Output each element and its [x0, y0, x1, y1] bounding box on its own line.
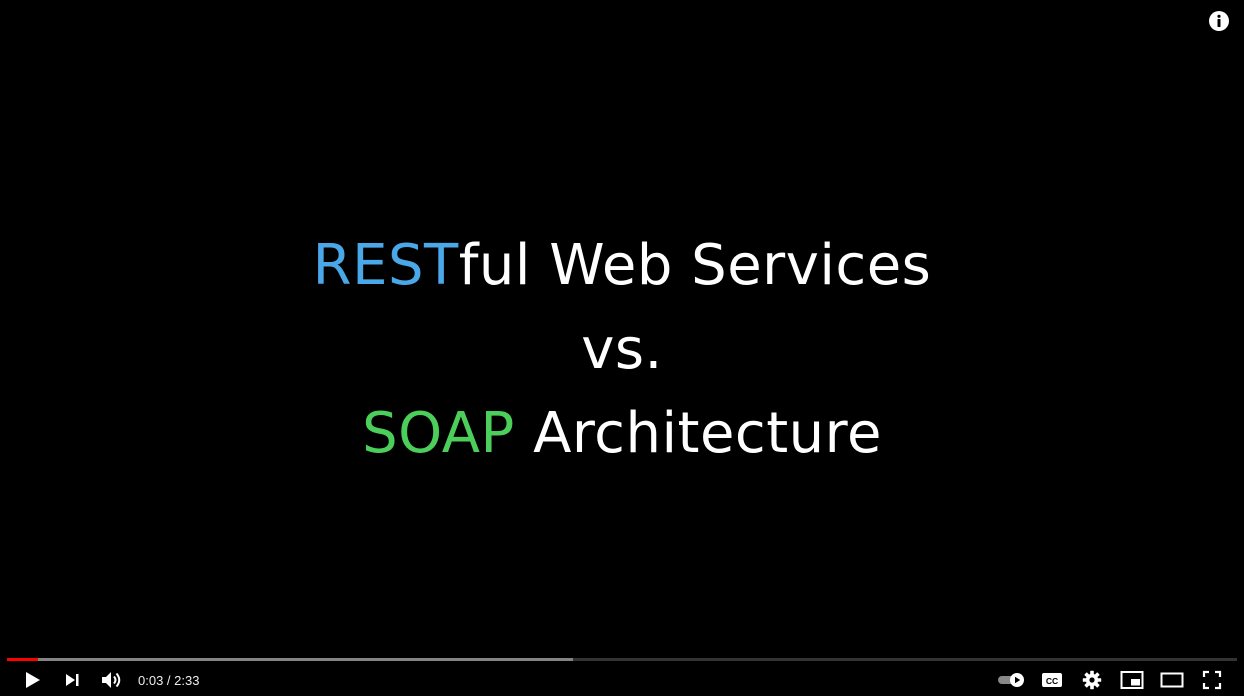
progress-loaded [7, 658, 573, 661]
volume-button[interactable] [92, 664, 132, 696]
player-controls: 0:03 / 2:33 CC [0, 664, 1244, 696]
volume-icon [102, 672, 121, 688]
gear-icon [1082, 670, 1102, 690]
autoplay-toggle-icon [998, 673, 1024, 687]
autoplay-toggle[interactable] [992, 664, 1032, 696]
next-icon [66, 674, 79, 686]
theater-mode-button[interactable] [1152, 664, 1192, 696]
fullscreen-button[interactable] [1192, 664, 1232, 696]
title-line-3-text: Architecture [514, 401, 882, 466]
captions-label: CC [1046, 676, 1058, 686]
title-line-2: vs. [581, 317, 663, 382]
time-duration: 2:33 [174, 672, 200, 688]
miniplayer-icon [1120, 671, 1144, 689]
progress-played [7, 658, 38, 661]
time-display: 0:03 / 2:33 [138, 673, 199, 688]
settings-button[interactable] [1072, 664, 1112, 696]
play-button[interactable] [12, 664, 52, 696]
title-card: RESTful Web Services vs. SOAP Architectu… [0, 224, 1244, 476]
title-line-3: SOAP Architecture [0, 392, 1244, 476]
captions-icon: CC [1042, 673, 1062, 687]
title-line-1-text: ful Web Services [458, 233, 932, 298]
fullscreen-icon [1202, 670, 1222, 690]
time-current: 0:03 [138, 672, 164, 688]
progress-bar[interactable] [7, 658, 1237, 661]
controls-left: 0:03 / 2:33 [0, 664, 199, 696]
miniplayer-button[interactable] [1112, 664, 1152, 696]
title-accent-rest: REST [312, 233, 459, 298]
captions-button[interactable]: CC [1032, 664, 1072, 696]
controls-right: CC [992, 664, 1244, 696]
theater-mode-icon [1160, 672, 1184, 688]
next-button[interactable] [52, 664, 92, 696]
title-line-1: RESTful Web Services [0, 224, 1244, 308]
info-button[interactable] [1208, 10, 1230, 32]
title-accent-soap: SOAP [362, 401, 515, 466]
play-icon [26, 672, 40, 688]
time-separator: / [163, 672, 175, 688]
info-icon [1209, 11, 1229, 31]
